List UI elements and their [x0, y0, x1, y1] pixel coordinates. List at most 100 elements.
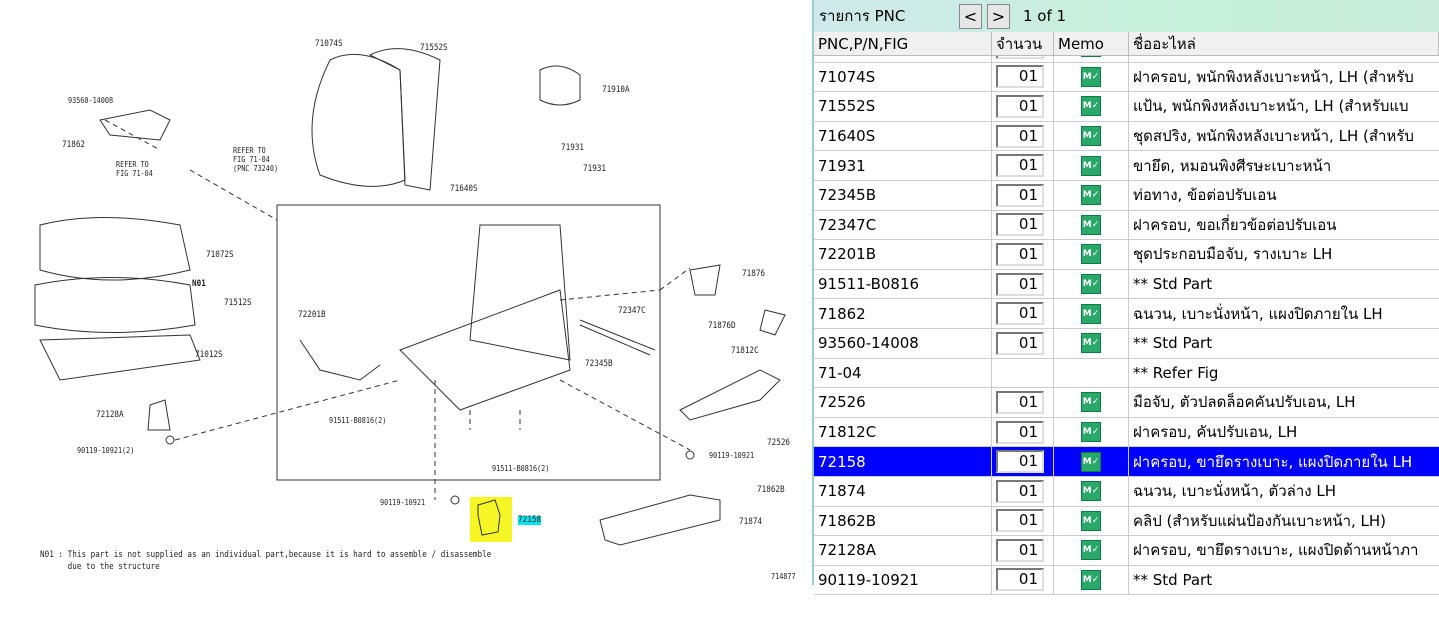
qty-input[interactable]: 01 [996, 420, 1044, 444]
memo-icon[interactable]: M✓ [1081, 481, 1101, 502]
callout-label[interactable]: 71876 [742, 269, 766, 279]
memo-icon[interactable]: M✓ [1081, 96, 1101, 117]
callout-label[interactable]: 71862B [757, 485, 785, 495]
callout-label[interactable]: 72128A [96, 410, 124, 420]
parts-table-body: M✓ 71074S 01 M✓ ฝาครอบ, พนักพิงหลังเบาะห… [814, 56, 1439, 596]
callout-label[interactable]: 91511-B0816(2) [492, 464, 550, 473]
callout-label[interactable]: 72345B [585, 359, 613, 369]
table-row[interactable]: 71812C 01 M✓ ฝาครอบ, คันปรับเอน, LH [814, 417, 1439, 448]
qty-input[interactable]: 01 [996, 65, 1044, 89]
memo-cell: M✓ [1054, 121, 1129, 151]
callout-label-selected[interactable]: 72158 [518, 515, 542, 525]
qty-input[interactable]: 01 [996, 331, 1044, 355]
callout-label[interactable]: 93560-14008 [68, 96, 114, 105]
memo-icon[interactable]: M✓ [1081, 303, 1101, 324]
part-name-cell: ท่อทาง, ข้อต่อปรับเอน [1133, 186, 1277, 205]
table-row[interactable]: 93560-14008 01 M✓ ** Std Part [814, 328, 1439, 359]
callout-label[interactable]: 72526 [767, 438, 791, 448]
prev-page-button[interactable]: < [959, 3, 982, 29]
table-row[interactable]: 72347C 01 M✓ ฝาครอบ, ขอเกี่ยวข้อต่อปรับเ… [814, 210, 1439, 241]
column-header-memo[interactable]: Memo [1054, 32, 1129, 55]
callout-label[interactable]: 91511-B0816(2) [329, 416, 387, 425]
callout-label[interactable]: REFER TO FIG 71-04 (PNC 73240) [233, 146, 279, 173]
qty-input[interactable]: 01 [996, 124, 1044, 148]
memo-icon[interactable]: M✓ [1081, 214, 1101, 235]
qty-input[interactable]: 01 [996, 213, 1044, 237]
memo-icon[interactable]: M✓ [1081, 569, 1101, 590]
callout-label[interactable]: 71512S [224, 298, 252, 308]
memo-icon[interactable]: M✓ [1081, 540, 1101, 561]
callout-label[interactable]: 71910A [602, 85, 630, 95]
memo-icon[interactable]: M✓ [1081, 333, 1101, 354]
memo-icon[interactable]: M✓ [1081, 66, 1101, 87]
callout-label[interactable]: 72347C [618, 306, 646, 316]
callout-label[interactable]: 71552S [420, 43, 448, 53]
assembly-box [276, 204, 661, 481]
table-row[interactable]: 71874 01 M✓ ฉนวน, เบาะนั่งหน้า, ตัวล่าง … [814, 476, 1439, 507]
callout-label[interactable]: 90119-10921 [709, 451, 755, 460]
table-row[interactable]: 71074S 01 M✓ ฝาครอบ, พนักพิงหลังเบาะหน้า… [814, 62, 1439, 93]
table-row[interactable]: 72128A 01 M✓ ฝาครอบ, ขายึดรางเบาะ, แผงปิ… [814, 536, 1439, 566]
memo-icon[interactable]: M✓ [1081, 274, 1101, 295]
qty-input[interactable]: 01 [996, 538, 1044, 562]
table-row[interactable]: 71640S 01 M✓ ชุดสปริง, พนักพิงหลังเบาะหน… [814, 121, 1439, 152]
table-row[interactable]: 71862 01 M✓ ฉนวน, เบาะนั่งหน้า, แผงปิดภา… [814, 299, 1439, 329]
column-header-pnc[interactable]: PNC,P/N,FIG [814, 32, 992, 55]
callout-label[interactable]: 71874 [739, 517, 763, 527]
memo-icon[interactable]: M✓ [1081, 510, 1101, 531]
part-72158 [477, 499, 501, 536]
memo-icon[interactable]: M✓ [1081, 244, 1101, 265]
callout-label[interactable]: 71931 [583, 164, 607, 174]
qty-input[interactable]: 01 [996, 183, 1044, 207]
qty-input[interactable]: 01 [996, 479, 1044, 503]
memo-icon[interactable]: M✓ [1081, 155, 1101, 176]
selected-part-highlight[interactable] [470, 497, 512, 542]
callout-label[interactable]: REFER TO FIG 71-04 [116, 160, 153, 178]
qty-input[interactable]: 01 [996, 450, 1044, 474]
memo-icon[interactable]: M✓ [1081, 392, 1101, 413]
qty-input[interactable]: 01 [996, 390, 1044, 414]
qty-input[interactable]: 01 [996, 302, 1044, 326]
panel-title: รายการ PNC [819, 7, 906, 25]
qty-input[interactable] [996, 56, 1044, 59]
qty-input[interactable]: 01 [996, 272, 1044, 296]
table-row[interactable]: 72158 01 M✓ ฝาครอบ, ขายึดรางเบาะ, แผงปิด… [814, 447, 1439, 477]
callout-label[interactable]: N01 [192, 279, 206, 289]
table-row[interactable]: 72201B 01 M✓ ชุดประกอบมือจับ, รางเบาะ LH [814, 240, 1439, 270]
qty-input[interactable]: 01 [996, 94, 1044, 118]
column-header-name[interactable]: ชื่ออะไหล่ [1129, 32, 1439, 55]
table-row[interactable]: 71-04 ** Refer Fig [814, 358, 1439, 389]
table-row[interactable]: 72345B 01 M✓ ท่อทาง, ข้อต่อปรับเอน [814, 180, 1439, 211]
table-row[interactable]: 72526 01 M✓ มือจับ, ตัวปลดล็อคคันปรับเอน… [814, 388, 1439, 418]
callout-label[interactable]: 72201B [298, 310, 326, 320]
qty-input[interactable]: 01 [996, 242, 1044, 266]
memo-icon[interactable]: M✓ [1081, 422, 1101, 443]
qty-input[interactable]: 01 [996, 509, 1044, 533]
memo-cell: M✓ [1054, 388, 1129, 417]
callout-label[interactable]: 71876D [708, 321, 736, 331]
table-row[interactable]: 71931 01 M✓ ขายึด, หมอนพิงศีรษะเบาะหน้า [814, 151, 1439, 181]
memo-icon[interactable]: M✓ [1081, 185, 1101, 206]
table-row[interactable]: 91511-B0816 01 M✓ ** Std Part [814, 269, 1439, 300]
qty-input[interactable]: 01 [996, 154, 1044, 178]
callout-label[interactable]: 71012S [195, 350, 223, 360]
callout-label[interactable]: 71862 [62, 140, 86, 150]
table-row[interactable]: 71552S 01 M✓ แป้น, พนักพิงหลังเบาะหน้า, … [814, 92, 1439, 122]
callout-label[interactable]: 71931 [561, 143, 585, 153]
memo-icon[interactable]: M✓ [1081, 56, 1101, 58]
callout-label[interactable]: 90119-10921 [380, 498, 426, 507]
memo-icon[interactable]: M✓ [1081, 451, 1101, 472]
next-page-button[interactable]: > [987, 3, 1010, 29]
table-row[interactable]: 71862B 01 M✓ คลิป (สำหรับแผ่นป้องกันเบาะ… [814, 506, 1439, 537]
table-row[interactable]: 90119-10921 01 M✓ ** Std Part [814, 565, 1439, 596]
pnc-cell: 71812C [814, 417, 992, 447]
callout-label[interactable]: 71074S [315, 39, 343, 49]
memo-icon[interactable]: M✓ [1081, 126, 1101, 147]
callout-label[interactable]: 71812C [731, 346, 759, 356]
qty-input[interactable]: 01 [996, 568, 1044, 592]
column-header-qty[interactable]: จำนวน [992, 32, 1054, 55]
callout-label[interactable]: 71072S [206, 250, 234, 260]
callout-label[interactable]: 71640S [450, 184, 478, 194]
callout-label[interactable]: 90119-10921(2) [77, 446, 135, 455]
table-row[interactable]: M✓ [814, 56, 1439, 63]
